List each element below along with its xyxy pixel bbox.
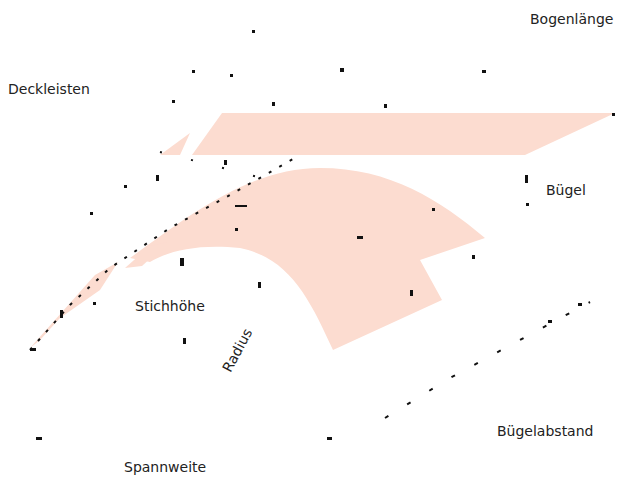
cover-strip-end xyxy=(160,133,190,155)
dotted-line xyxy=(160,152,270,180)
arch-edge-strip xyxy=(30,262,118,348)
part-label: Deckleisten xyxy=(8,81,90,98)
arch-sheet xyxy=(130,168,485,350)
part-label: Stichhöhe xyxy=(135,298,205,315)
part-label: Bügelabstand xyxy=(497,423,593,440)
part-label: Bügel xyxy=(546,182,586,199)
part-label: Radius xyxy=(219,326,256,375)
part-label: Spannweite xyxy=(124,459,206,476)
dotted-arc-line xyxy=(30,155,300,350)
arch-edge-piece xyxy=(125,242,168,268)
part-label: Bogenlänge xyxy=(530,11,613,28)
cover-strip xyxy=(192,113,615,155)
dotted-spacing-line xyxy=(385,302,590,418)
